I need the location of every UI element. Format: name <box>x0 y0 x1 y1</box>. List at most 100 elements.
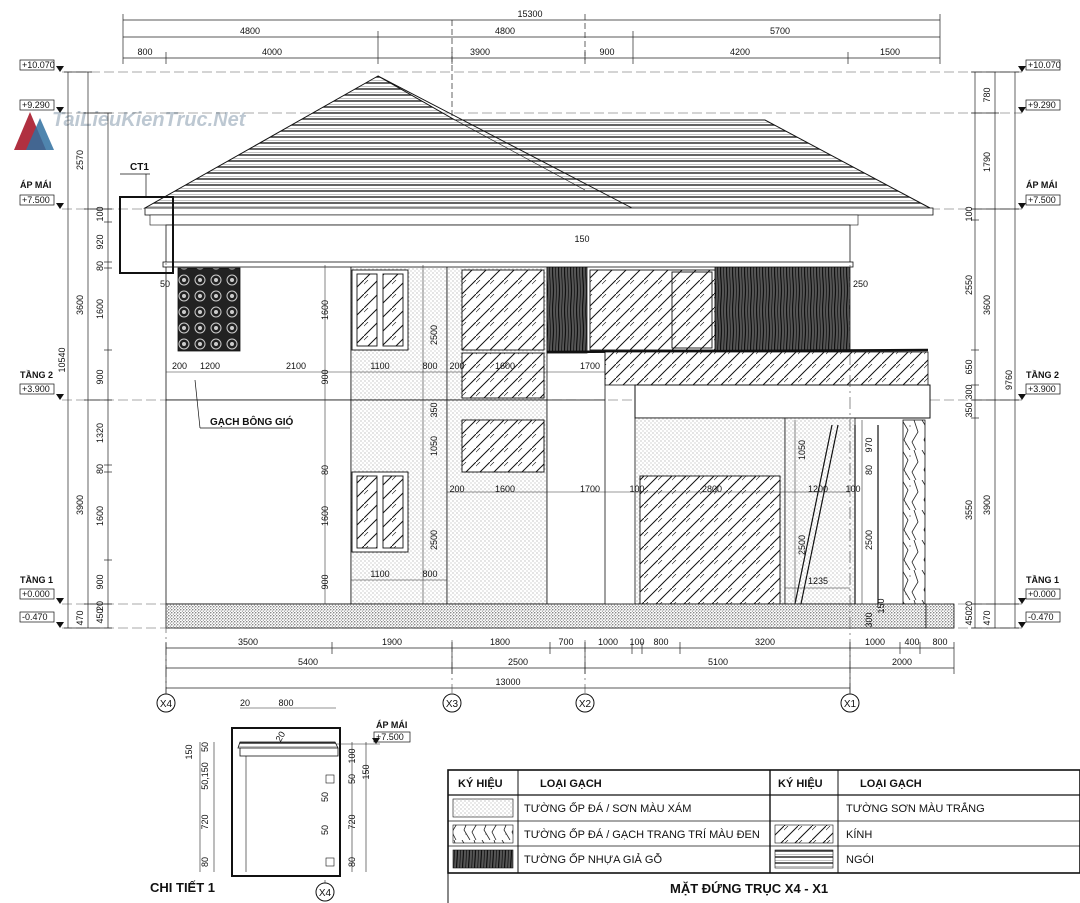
dim-left-inner: 900 <box>95 574 105 589</box>
dim-2100: 2100 <box>286 361 306 371</box>
axis-bubble-x1: X1 <box>840 693 860 713</box>
dim-v2500b: 2500 <box>429 530 439 550</box>
top-dimensions <box>122 14 941 120</box>
level-floor2-r: +3.900 <box>1028 384 1056 394</box>
ground-plinth <box>165 603 927 629</box>
detail-title: CHI TIẾT 1 <box>150 880 215 895</box>
dim-v1600a: 1600 <box>320 300 330 320</box>
level-floor2: +3.900 <box>22 384 50 394</box>
dim-right-outer: 3600 <box>982 295 992 315</box>
dim-left-inner: 1600 <box>95 299 105 319</box>
dim-bottom-row2: 2500 <box>508 657 528 667</box>
dim-left-inner: 900 <box>95 369 105 384</box>
detail-callout-box <box>119 196 174 274</box>
legend-row-left: TƯỜNG ỐP ĐÁ / GẠCH TRANG TRÍ MÀU ĐEN <box>524 827 760 841</box>
dim-top-row2: 5700 <box>770 26 790 36</box>
dim-bottom-row1: 400 <box>904 637 919 647</box>
legend-head-type: LOẠI GẠCH <box>540 778 602 790</box>
dim-1200: 1200 <box>200 361 220 371</box>
dim-200a: 200 <box>172 361 187 371</box>
dim-1200b: 1200 <box>808 484 828 494</box>
dim-1100a: 1100 <box>370 361 389 371</box>
dim-1100b: 1100 <box>370 569 389 579</box>
axis-bubble-x2: X2 <box>575 693 595 713</box>
dim-top-row2: 4800 <box>240 26 260 36</box>
dim-left-inner: 100 <box>95 206 105 221</box>
dim-right-outer: 1790 <box>982 152 992 172</box>
level-eave: +7.500 <box>22 195 50 205</box>
dim-right-inner: 2550 <box>964 275 974 295</box>
level-roof-top: +10.070 <box>22 60 55 70</box>
detail-dim-h20: 20 <box>274 730 288 744</box>
dim-bottom-row2: 5100 <box>708 657 728 667</box>
dim-1600b: 1600 <box>495 484 515 494</box>
dim-v900: 900 <box>320 369 330 384</box>
detail-dim-r80: 80 <box>347 857 357 867</box>
level-name-eave-r: ÁP MÁI <box>1026 180 1057 190</box>
level-eave-r: +7.500 <box>1028 195 1056 205</box>
dim-top-row3: 800 <box>137 47 152 57</box>
dim-v80b: 80 <box>864 465 874 475</box>
dim-v1050b: 1050 <box>797 440 807 460</box>
lower-windows <box>351 419 781 605</box>
dim-1700b: 1700 <box>580 484 600 494</box>
dim-top-row3: 4000 <box>262 47 282 57</box>
balcony <box>546 348 931 419</box>
right-dim-lines <box>971 71 1019 629</box>
legend-row-left: TƯỜNG ỐP ĐÁ / SƠN MÀU XÁM <box>524 801 691 815</box>
dim-150: 150 <box>574 234 589 244</box>
dim-800b: 800 <box>422 569 437 579</box>
dim-250: 250 <box>853 279 868 289</box>
dim-bottom-row1: 100 <box>629 637 644 647</box>
dim-right-outer: 470 <box>982 610 992 625</box>
legend-row-right: KÍNH <box>846 828 872 841</box>
dim-right-inner: 650 <box>964 359 974 374</box>
dim-left-inner: 920 <box>95 234 105 249</box>
axis-label: X1 <box>844 699 857 710</box>
dim-800a: 800 <box>422 361 437 371</box>
dim-left-inner: 1600 <box>95 506 105 526</box>
dim-v80: 80 <box>320 465 330 475</box>
dim-bottom-row1: 3500 <box>238 637 258 647</box>
dim-left-inner: 450 <box>95 608 105 623</box>
dim-50: 50 <box>160 279 170 289</box>
lower-walls <box>165 399 926 605</box>
legend-row-left: TƯỜNG ỐP NHỰA GIẢ GỖ <box>524 852 662 866</box>
detail-dim-v80: 80 <box>200 857 210 867</box>
dim-bottom-row1: 800 <box>932 637 947 647</box>
legend-row-right: NGÓI <box>846 853 874 866</box>
dim-200c: 200 <box>449 484 464 494</box>
dim-left-inner: 80 <box>95 261 105 271</box>
level-ground: -0.470 <box>22 612 48 622</box>
vent-brick-label: GẠCH BÔNG GIÓ <box>210 415 294 428</box>
dim-100b: 100 <box>845 484 860 494</box>
inner-dim-lines <box>166 265 863 604</box>
dim-right-outer: 780 <box>982 87 992 102</box>
dim-left-total: 10540 <box>57 347 67 372</box>
detail-1 <box>199 707 380 885</box>
level-floor1-r: +0.000 <box>1028 589 1056 599</box>
legend-row-right: TƯỜNG SƠN MÀU TRẮNG <box>846 802 985 815</box>
column-brace <box>789 424 879 629</box>
level-name-eave: ÁP MÁI <box>20 180 51 190</box>
dim-v150: 150 <box>876 598 886 613</box>
watermark-logo: TaiLieuKienTruc.Net <box>14 109 247 150</box>
axis-label: X3 <box>446 699 459 710</box>
detail-dim-v50150: 50,150 <box>200 762 210 790</box>
dim-left-inner: 1320 <box>95 423 105 443</box>
detail-dim-r100: 100 <box>347 748 357 763</box>
vent-brick-panel <box>177 267 241 352</box>
dim-v2500a: 2500 <box>429 325 439 345</box>
dim-2800: 2800 <box>702 484 722 494</box>
dim-left-inner: 80 <box>95 464 105 474</box>
dim-right-inner: 450 <box>964 610 974 625</box>
level-ridge: +9.290 <box>22 100 50 110</box>
dim-bottom-row1: 1800 <box>490 637 510 647</box>
level-name-floor1-r: TẦNG 1 <box>1026 575 1059 585</box>
dim-overall-top: 15300 <box>517 9 542 19</box>
dim-right-inner: 100 <box>964 206 974 221</box>
dim-v970: 970 <box>864 437 874 452</box>
ct1-label: CT1 <box>130 162 149 173</box>
dim-bottom-overall: 13000 <box>495 677 520 687</box>
